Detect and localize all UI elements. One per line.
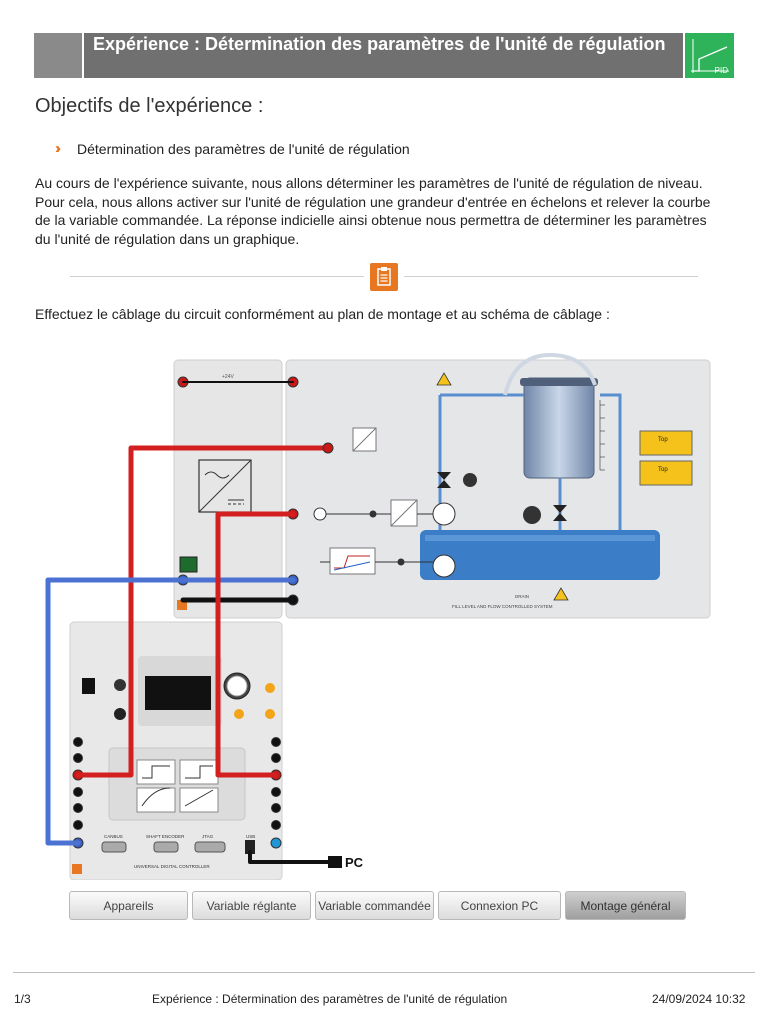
top-sticker-1: Top: [658, 437, 668, 443]
drain-label: DRAIN: [515, 594, 529, 599]
title-bar-square: [34, 33, 84, 78]
footer-page-number: 1/3: [14, 992, 31, 1006]
canbus-label: CANBUS: [104, 834, 123, 839]
double-chevron-icon: ››: [55, 140, 61, 157]
wiring: [45, 381, 342, 868]
tab-variable-reglante[interactable]: Variable réglante: [192, 891, 311, 920]
view-tabs: Appareils Variable réglante Variable com…: [69, 891, 686, 920]
supply-label: +24V: [222, 374, 234, 380]
tab-connexion-pc[interactable]: Connexion PC: [438, 891, 561, 920]
usb-label: USB: [246, 834, 255, 839]
clipboard-icon: [370, 263, 398, 291]
tab-appareils[interactable]: Appareils: [69, 891, 188, 920]
pc-label: PC: [345, 855, 364, 870]
objective-item: ›› Détermination des paramètres de l'uni…: [55, 140, 410, 157]
digital-controller-panel: CANBUS SHAFT ENCODER JTAG USB UNIVERSAL …: [69, 621, 283, 880]
level-flow-plant-panel: Top Top DRAIN FILL LEVEL AND FLOW CONTRO…: [285, 352, 711, 619]
divider-right: [404, 276, 698, 277]
title-bar: Expérience : Détermination des paramètre…: [34, 33, 734, 78]
jtag-label: JTAG: [202, 834, 214, 839]
wiring-diagram: +24V: [45, 352, 711, 880]
plant-caption: FILL LEVEL AND FLOW CONTROLLED SYSTEM: [452, 604, 553, 609]
controller-caption: UNIVERSAL DIGITAL CONTROLLER: [134, 864, 210, 869]
shaft-encoder-label: SHAFT ENCODER: [146, 834, 185, 839]
page-title: Expérience : Détermination des paramètre…: [93, 34, 666, 54]
pid-logo-text: PID: [714, 66, 728, 75]
pid-logo: PID: [683, 33, 734, 78]
top-sticker-2: Top: [658, 467, 668, 473]
tab-variable-commandee[interactable]: Variable commandée: [315, 891, 434, 920]
footer-datetime: 24/09/2024 10:32: [652, 992, 746, 1006]
objectives-heading: Objectifs de l'expérience :: [35, 95, 264, 117]
footer-title: Expérience : Détermination des paramètre…: [152, 992, 508, 1006]
pid-curve-icon: [691, 39, 729, 73]
tab-montage-general[interactable]: Montage général: [565, 891, 686, 920]
footer-divider: [13, 972, 755, 973]
wiring-instruction: Effectuez le câblage du circuit conformé…: [35, 306, 610, 322]
objective-item-text: Détermination des paramètres de l'unité …: [77, 140, 410, 157]
divider-left: [70, 276, 364, 277]
intro-paragraph: Au cours de l'expérience suivante, nous …: [35, 175, 711, 247]
